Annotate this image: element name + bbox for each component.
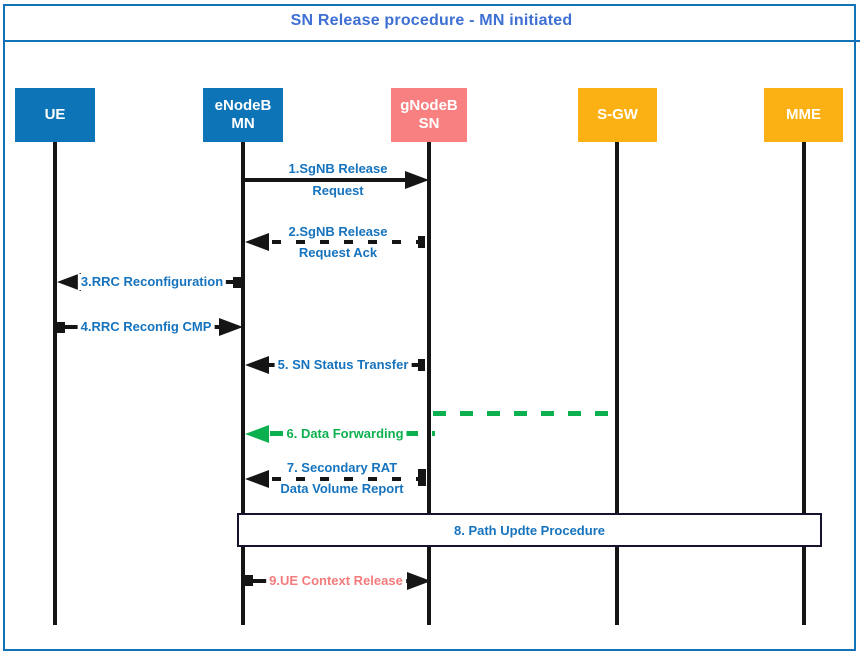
message-5-source-stub: [418, 359, 425, 371]
arrowhead-left-icon: [57, 273, 81, 291]
actor-ue: UE: [15, 88, 95, 142]
lifeline-ue: [53, 142, 57, 625]
message-3-label: 3.RRC Reconfiguration: [77, 274, 227, 290]
actor-enodeb-sublabel: MN: [231, 115, 255, 132]
title-separator: [3, 40, 860, 42]
message-6-line-sgw-to-gnodeb: [433, 411, 615, 416]
lifeline-enodeb-mn: [241, 142, 245, 625]
message-6-label: 6. Data Forwarding: [283, 426, 407, 442]
arrowhead-left-green-icon: [245, 425, 269, 443]
message-4-label: 4.RRC Reconfig CMP: [77, 319, 215, 335]
message-2-line: [272, 240, 418, 244]
actor-enodeb-label: eNodeB: [214, 97, 272, 114]
arrowhead-left-icon: [245, 356, 269, 374]
actor-gnodeb-sn: gNodeB SN: [391, 88, 467, 142]
actor-sgw-label: S-GW: [597, 106, 638, 123]
diagram-title: SN Release procedure - MN initiated: [290, 12, 573, 29]
arrowhead-right-icon: [219, 318, 243, 336]
message-7-line: [272, 477, 418, 481]
message-2-label-line1: 2.SgNB Release: [288, 224, 388, 239]
actor-mme: MME: [764, 88, 843, 142]
message-4-source-stub: [57, 322, 65, 333]
actor-mme-label: MME: [786, 106, 821, 123]
lifeline-mme: [802, 142, 806, 625]
message-8-label: 8. Path Updte Procedure: [454, 522, 605, 538]
arrowhead-left-icon: [245, 233, 269, 251]
actor-gnodeb-sublabel: SN: [418, 115, 440, 132]
lifeline-sgw: [615, 142, 619, 625]
actor-gnodeb-label: gNodeB: [400, 97, 458, 114]
message-9-source-stub: [245, 575, 253, 586]
message-1-line: [245, 178, 407, 182]
arrowhead-right-icon: [405, 171, 429, 189]
message-5-label: 5. SN Status Transfer: [274, 357, 412, 373]
actor-sgw: S-GW: [578, 88, 657, 142]
actor-enodeb-mn: eNodeB MN: [203, 88, 283, 142]
message-7-label-line2: Data Volume Report: [280, 481, 404, 496]
lifeline-gnodeb-sn: [427, 142, 431, 625]
message-2-source-stub: [418, 236, 425, 248]
message-1-label-line1: 1.SgNB Release: [288, 161, 388, 176]
message-7-source-stub: [418, 469, 426, 486]
actor-ue-label: UE: [44, 106, 66, 123]
diagram-border: [3, 4, 856, 651]
message-9-label: 9.UE Context Release: [266, 573, 406, 589]
message-7-label-line1: 7. Secondary RAT: [286, 460, 398, 475]
message-2-label-line2: Request Ack: [298, 245, 378, 260]
arrowhead-left-icon: [245, 470, 269, 488]
message-1-label-line2: Request: [312, 183, 364, 198]
message-3-source-stub: [233, 277, 241, 288]
arrowhead-right-icon: [407, 572, 431, 590]
procedure-box-path-update: 8. Path Updte Procedure: [237, 513, 822, 547]
